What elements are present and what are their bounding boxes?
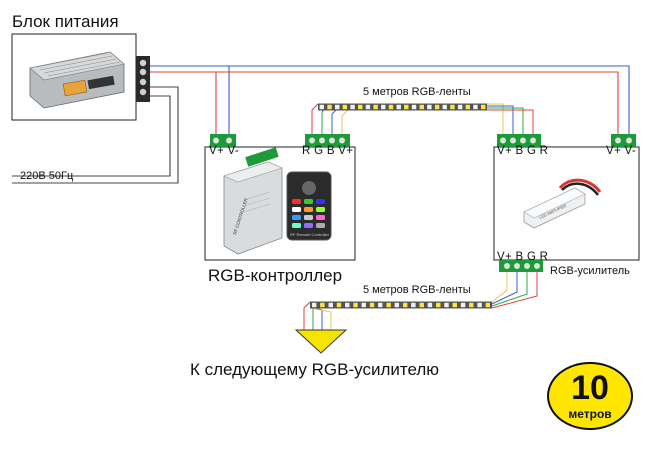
strip-led (443, 302, 450, 308)
strip-led (349, 104, 356, 110)
remote-button (304, 215, 313, 220)
amp-output-terminal-label: V+ B G R (497, 251, 549, 263)
strip-bottom-label: 5 метров RGB-ленты (363, 284, 471, 296)
psu-terminal-block (136, 56, 150, 102)
strip-led (402, 302, 408, 308)
amp-power-terminal-label: V+ V- (606, 145, 636, 157)
strip-led (336, 302, 342, 308)
remote-body-label: RF Remote Controller (290, 232, 330, 237)
strip-led (418, 302, 425, 308)
next-amplifier-label: К следующему RGB-усилителю (190, 360, 440, 379)
controller-rgb-terminal-label: R G B V+ (302, 145, 354, 157)
controller-power-terminal-label: V+ V- (209, 145, 239, 157)
strip-led (472, 104, 479, 110)
next-amplifier-arrow (294, 329, 348, 354)
strip-led (388, 104, 394, 110)
strip-led (344, 302, 350, 308)
strip-led (449, 104, 456, 110)
strip-led (327, 302, 334, 308)
strip-led (372, 104, 379, 110)
strip-led (460, 302, 466, 308)
remote-button (292, 215, 301, 220)
remote-button (292, 199, 301, 204)
strip-led (326, 104, 333, 110)
strip-led (485, 302, 491, 308)
strip-led (385, 302, 392, 308)
remote-button (316, 215, 325, 220)
strip-led (395, 104, 402, 110)
strip-led (468, 302, 475, 308)
strip-led (457, 104, 463, 110)
length-badge: 10 метров (547, 362, 633, 430)
strip-led (319, 104, 325, 110)
amp-input-terminal (497, 134, 541, 147)
strip-led (465, 104, 471, 110)
psu-image (29, 51, 125, 109)
strip-led (411, 104, 417, 110)
led-strip-bottom (310, 301, 492, 309)
psu-red-bus (150, 71, 619, 135)
strip-led (377, 302, 384, 308)
strip-led (442, 104, 448, 110)
strip-led (476, 302, 483, 308)
remote-button (292, 223, 301, 228)
remote-button (304, 207, 313, 212)
strip-led (361, 302, 367, 308)
strip-led (380, 104, 386, 110)
strip-led (427, 302, 433, 308)
controller-power-terminal (210, 134, 236, 147)
strip-led (435, 302, 441, 308)
remote-button (304, 199, 313, 204)
strip-led (357, 104, 363, 110)
strip-led (311, 302, 317, 308)
remote-button (316, 207, 325, 212)
rgb-controller-image: RF CONTROLLER RF Remote Controller (223, 147, 332, 255)
strip-led (334, 104, 340, 110)
strip1-output-wires (487, 103, 534, 135)
badge-number: 10 (571, 369, 609, 407)
strip-led (419, 104, 425, 110)
strip-led (365, 104, 371, 110)
strip-led (452, 302, 458, 308)
strip-led (403, 104, 410, 110)
strip-led (434, 104, 440, 110)
strip-led (480, 104, 486, 110)
ac-input-wires (12, 86, 179, 184)
badge-unit: метров (568, 407, 612, 421)
amp-power-terminal (611, 134, 636, 147)
strip-led (394, 302, 400, 308)
led-strip-top (318, 103, 487, 111)
amp-output-wires (491, 268, 538, 309)
strip-led (410, 302, 417, 308)
rgb-amplifier-image: LED AMPLIFIER (523, 178, 602, 229)
strip-led (352, 302, 359, 308)
amp-input-terminal-label: V+ B G R (497, 145, 549, 157)
strip-led (369, 302, 375, 308)
amplifier-title: RGB-усилитель (550, 265, 630, 277)
remote-button (316, 223, 325, 228)
remote-button (316, 199, 325, 204)
psu-title: Блок питания (12, 12, 119, 31)
strip-led (426, 104, 433, 110)
controller-rgb-terminal (305, 134, 350, 147)
strip-led (319, 302, 326, 308)
remote-button (304, 223, 313, 228)
psu-blue-bus (150, 65, 630, 135)
strip-top-label: 5 метров RGB-ленты (363, 86, 471, 98)
remote-button (292, 207, 301, 212)
ac-input-label: 220В 50Гц (20, 170, 74, 182)
controller-title: RGB-контроллер (208, 266, 343, 285)
strip-led (342, 104, 348, 110)
amp-output-terminal (499, 260, 543, 272)
